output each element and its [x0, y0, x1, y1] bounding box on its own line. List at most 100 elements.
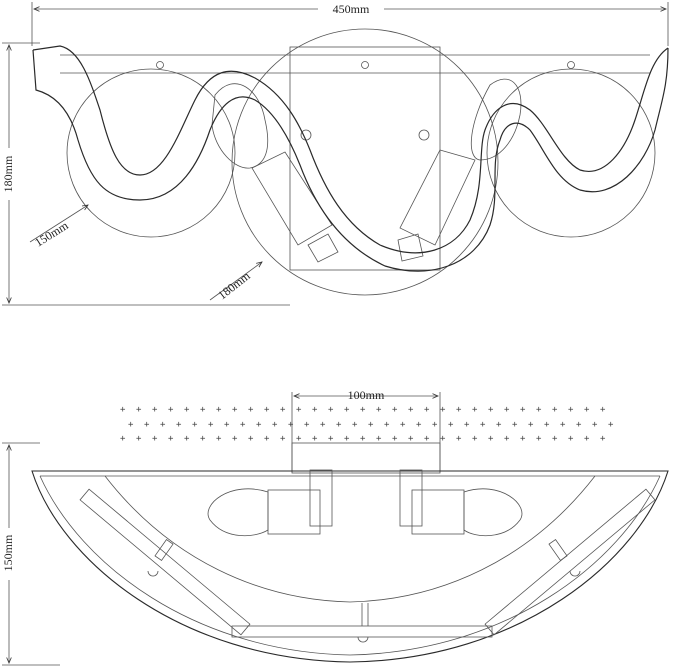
plus-mark: + — [504, 405, 510, 415]
left-glass-panel — [79, 488, 251, 636]
plus-mark: + — [136, 434, 142, 444]
width-label: 450mm — [333, 2, 370, 16]
plus-mark: + — [536, 434, 542, 444]
disc-180-dimension: 180mm — [209, 262, 262, 302]
right-glass-disc — [486, 68, 656, 238]
right-lamp-holder — [397, 78, 522, 262]
plus-mark: + — [264, 405, 270, 415]
plate-width-label: 100mm — [348, 388, 385, 402]
plus-mark: + — [472, 434, 478, 444]
disc-150-label: 150mm — [32, 218, 71, 250]
plus-mark: + — [416, 420, 422, 430]
right-glass-panel — [484, 488, 656, 636]
plus-mark: + — [600, 405, 606, 415]
mounting-plate — [289, 46, 441, 271]
plus-mark: + — [288, 420, 294, 430]
width-dimension: 450mm — [31, 0, 669, 46]
glass-bowl — [31, 470, 669, 663]
plus-mark: + — [344, 434, 350, 444]
plus-mark: + — [152, 434, 158, 444]
plus-mark: + — [488, 405, 494, 415]
plus-mark: + — [240, 420, 246, 430]
plus-mark: + — [280, 405, 286, 415]
plus-mark: + — [520, 434, 526, 444]
plus-mark: + — [440, 434, 446, 444]
plus-mark: + — [312, 434, 318, 444]
side-height-dimension: 150mm — [0, 442, 60, 666]
plus-mark: + — [376, 405, 382, 415]
plus-mark: + — [504, 434, 510, 444]
plus-mark: + — [432, 420, 438, 430]
plus-mark: + — [456, 434, 462, 444]
left-lamp-holder — [211, 83, 339, 263]
plus-mark: + — [424, 405, 430, 415]
plus-mark: + — [512, 420, 518, 430]
height-dimension: 180mm — [0, 42, 290, 306]
plus-mark: + — [464, 420, 470, 430]
disc-150-dimension: 150mm — [29, 205, 88, 250]
plus-mark: + — [528, 420, 534, 430]
plus-mark: + — [608, 420, 614, 430]
plus-mark: + — [224, 420, 230, 430]
plus-mark: + — [328, 434, 334, 444]
plus-mark: + — [296, 434, 302, 444]
plus-mark: + — [248, 434, 254, 444]
plus-mark: + — [320, 420, 326, 430]
plus-mark: + — [120, 405, 126, 415]
plus-mark: + — [144, 420, 150, 430]
plus-mark: + — [552, 434, 558, 444]
left-glass-disc — [66, 68, 236, 238]
plus-mark: + — [568, 405, 574, 415]
plus-mark: + — [168, 434, 174, 444]
plus-mark: + — [216, 405, 222, 415]
plus-mark: + — [312, 405, 318, 415]
plus-mark: + — [304, 420, 310, 430]
plus-mark: + — [592, 420, 598, 430]
plus-mark: + — [424, 434, 430, 444]
wavy-arm — [32, 45, 669, 254]
plus-mark: + — [584, 405, 590, 415]
plus-mark: + — [440, 405, 446, 415]
plus-mark: + — [168, 405, 174, 415]
plus-mark: + — [472, 405, 478, 415]
plus-mark: + — [400, 420, 406, 430]
plus-mark: + — [200, 434, 206, 444]
plus-mark: + — [360, 405, 366, 415]
left-bulb — [207, 469, 333, 537]
plus-mark: + — [272, 420, 278, 430]
plus-mark: + — [328, 405, 334, 415]
plus-mark: + — [360, 434, 366, 444]
plus-mark: + — [552, 405, 558, 415]
side-height-label: 150mm — [1, 534, 15, 571]
plus-mark: + — [392, 434, 398, 444]
plate-width-dimension: 100mm — [291, 388, 441, 472]
plus-mark: + — [352, 420, 358, 430]
plus-mark: + — [496, 420, 502, 430]
plus-mark: + — [232, 405, 238, 415]
plus-mark: + — [584, 434, 590, 444]
plus-mark: + — [184, 434, 190, 444]
plus-mark: + — [456, 405, 462, 415]
plus-mark: + — [368, 420, 374, 430]
plus-mark: + — [256, 420, 262, 430]
wall-pattern: ++++++++++++++++++++++++++++++++++++++++… — [120, 405, 614, 444]
disc-180-label: 180mm — [215, 268, 253, 302]
plus-mark: + — [576, 420, 582, 430]
plus-mark: + — [536, 405, 542, 415]
plus-mark: + — [408, 405, 414, 415]
plus-mark: + — [264, 434, 270, 444]
plus-mark: + — [520, 405, 526, 415]
plus-mark: + — [480, 420, 486, 430]
plus-mark: + — [600, 434, 606, 444]
plus-mark: + — [568, 434, 574, 444]
plus-mark: + — [200, 405, 206, 415]
plus-mark: + — [120, 434, 126, 444]
height-label: 180mm — [1, 155, 15, 192]
plus-mark: + — [192, 420, 198, 430]
plus-mark: + — [448, 420, 454, 430]
plus-mark: + — [232, 434, 238, 444]
plus-mark: + — [376, 434, 382, 444]
plus-mark: + — [136, 405, 142, 415]
plus-mark: + — [208, 420, 214, 430]
